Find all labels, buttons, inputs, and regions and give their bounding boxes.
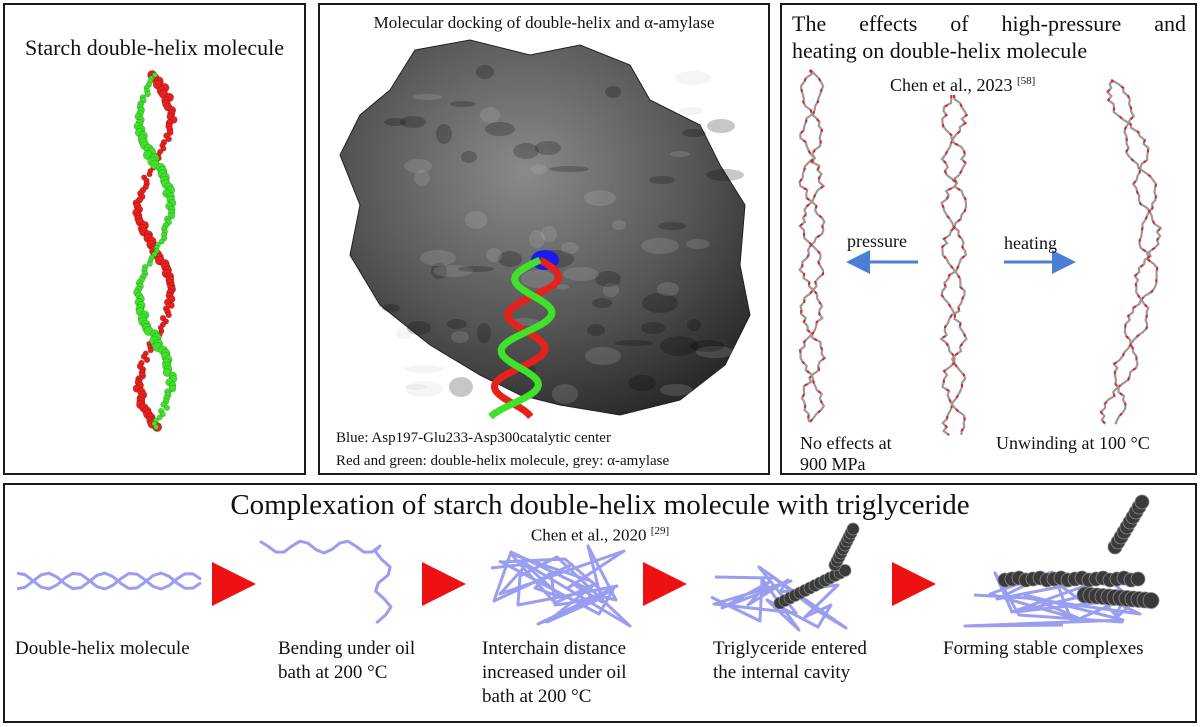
- step-arrow-3: [643, 562, 687, 606]
- caption-catalytic-center: Blue: Asp197-Glu233-Asp300catalytic cent…: [336, 430, 611, 447]
- caption-unwinding: Unwinding at 100 °C: [996, 433, 1150, 454]
- step-arrow-4: [892, 562, 936, 606]
- step-3-line1: Interchain distance: [482, 637, 627, 661]
- panel-molecular-docking: Molecular docking of double-helix and α-…: [318, 3, 770, 475]
- step-2-caption: Bending under oil bath at 200 °C: [278, 637, 415, 685]
- step-3-line2: increased under oil: [482, 661, 627, 685]
- docking-model: [320, 5, 768, 473]
- helix-heated-unwound: [1101, 80, 1161, 424]
- step-1-caption: Double-helix molecule: [15, 637, 190, 661]
- caption-no-effects-line1: No effects at: [800, 433, 892, 454]
- step-3-line3: bath at 200 °C: [482, 685, 627, 709]
- pressure-label: pressure: [847, 231, 907, 252]
- step-4-triglyceride: [774, 523, 859, 609]
- step-4-line1: Triglyceride entered: [713, 637, 867, 661]
- step-1-line1: Double-helix molecule: [15, 637, 190, 661]
- helix-pressure-treated: [800, 70, 825, 422]
- step-arrow-2: [422, 562, 466, 606]
- step-2-line2: bath at 200 °C: [278, 661, 415, 685]
- panel-starch-double-helix: Starch double-helix molecule: [3, 3, 306, 475]
- panel-triglyceride-complexation: Complexation of starch double-helix mole…: [3, 483, 1197, 723]
- caption-color-key: Red and green: double-helix molecule, gr…: [336, 453, 669, 470]
- panel-pressure-heating: The effects of high-pressure and heating…: [780, 3, 1197, 475]
- step-4-caption: Triglyceride entered the internal cavity: [713, 637, 867, 685]
- heating-label: heating: [1004, 233, 1057, 254]
- step-2-chain: [260, 541, 391, 623]
- step-3-caption: Interchain distance increased under oil …: [482, 637, 627, 709]
- helix-native: [941, 95, 967, 435]
- caption-no-effects-line2: 900 MPa: [800, 454, 866, 475]
- step-5-caption: Forming stable complexes: [943, 637, 1144, 661]
- helix-comparison: [782, 5, 1195, 473]
- step-5-triglyceride: [998, 495, 1159, 609]
- step-4-line2: the internal cavity: [713, 661, 867, 685]
- step-5-line1: Forming stable complexes: [943, 637, 1144, 661]
- double-helix-model: [5, 5, 304, 473]
- step-arrow-1: [212, 562, 256, 606]
- step-2-line1: Bending under oil: [278, 637, 415, 661]
